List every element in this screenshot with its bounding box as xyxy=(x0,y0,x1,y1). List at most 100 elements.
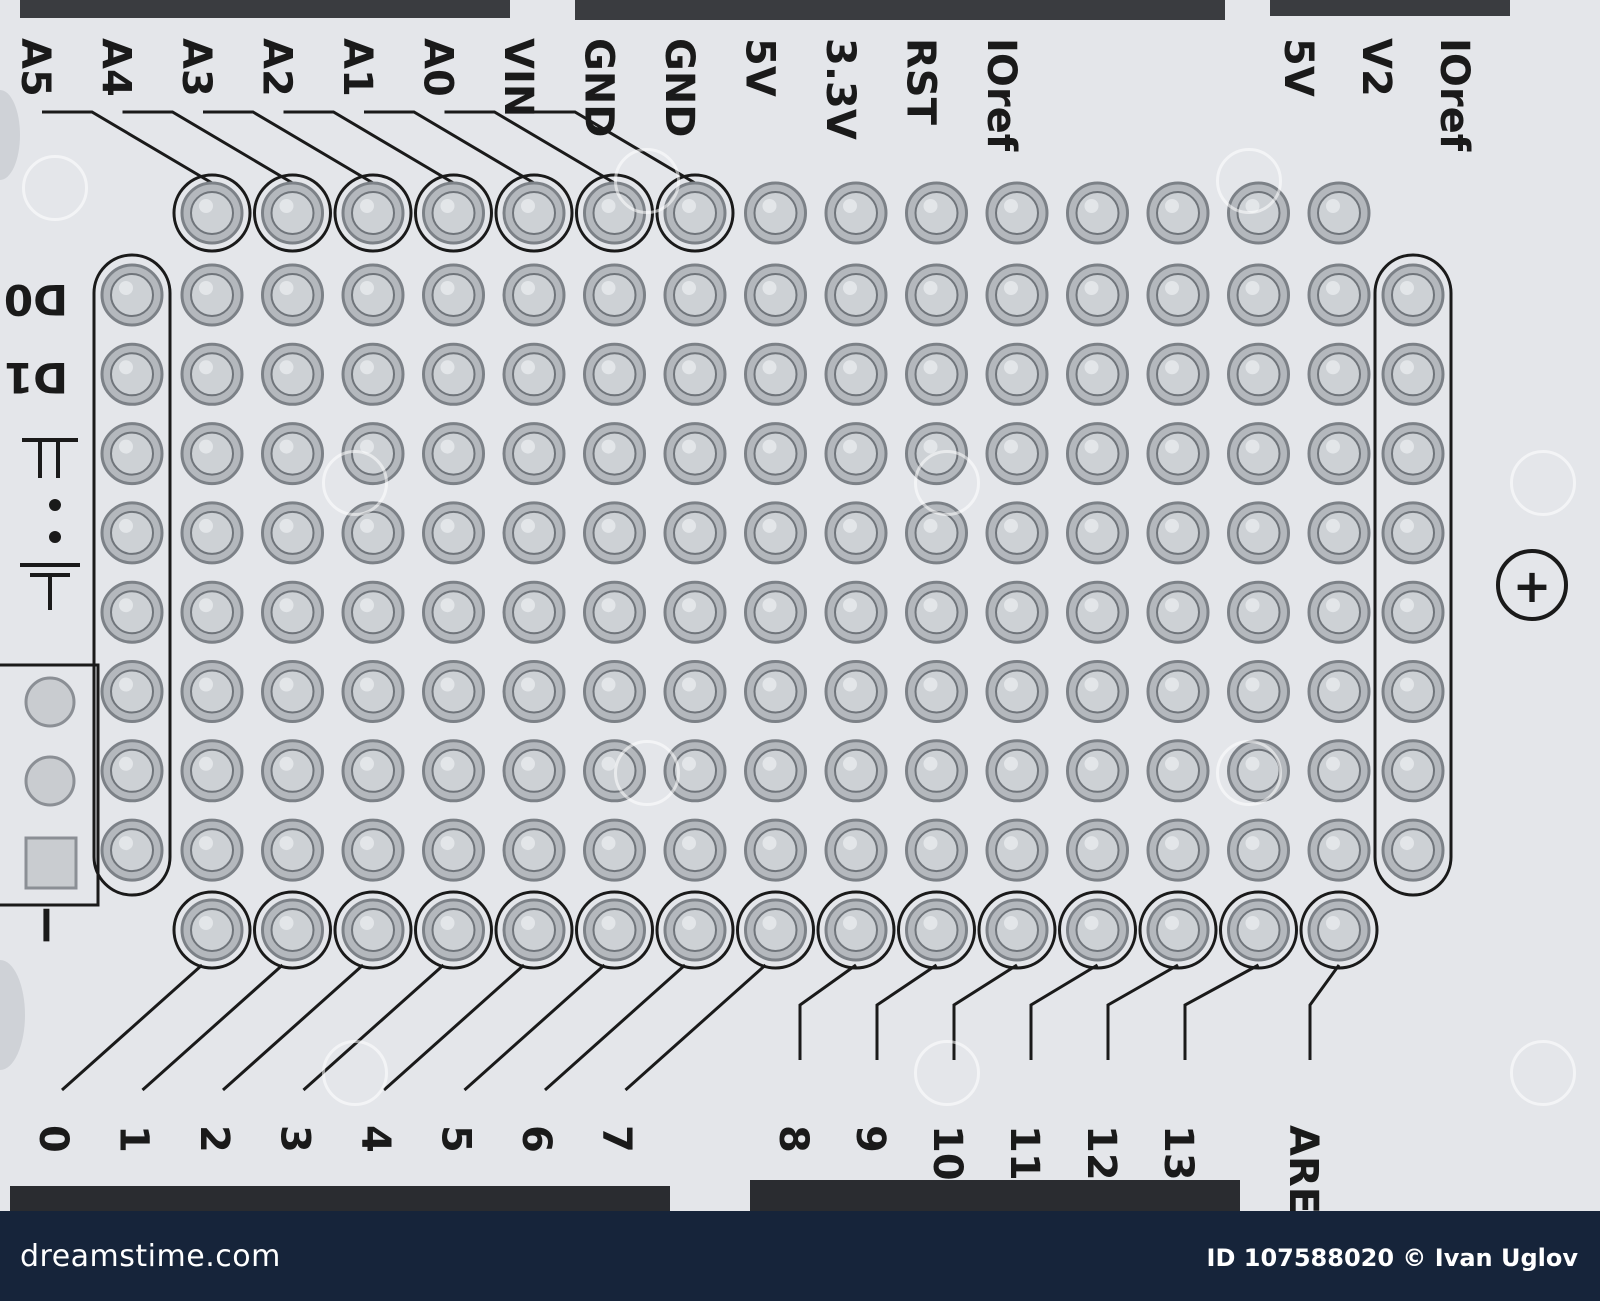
grid-pad xyxy=(1146,501,1210,565)
header-strips xyxy=(10,0,1510,1211)
top-pad-outline xyxy=(655,173,735,253)
bottom-trace xyxy=(61,963,203,1092)
top-right-pin-label: IOref xyxy=(1431,38,1477,152)
grid-pad xyxy=(744,818,807,882)
grid-pad xyxy=(663,263,727,327)
grid-pad xyxy=(905,501,968,565)
bottom-header-pad xyxy=(1307,898,1371,962)
grid-pad xyxy=(1146,660,1210,723)
grid-pad xyxy=(1066,739,1129,803)
top-header-pad xyxy=(663,181,727,245)
top-header-pad xyxy=(905,181,968,245)
grid-pad xyxy=(985,342,1049,406)
minus-symbol: − xyxy=(17,903,77,947)
top-pin-label: GND xyxy=(656,38,702,138)
grid-pad xyxy=(824,739,888,803)
grid-pad xyxy=(502,580,566,644)
grid-pad xyxy=(583,580,646,644)
bottom-header-pad xyxy=(824,898,888,962)
left-rail-pad xyxy=(100,739,164,803)
grid-pad xyxy=(180,580,244,644)
bottom-pad-outline xyxy=(1219,890,1298,970)
grid-pad xyxy=(261,422,324,486)
top-pad-outline xyxy=(253,173,332,253)
grid-pad xyxy=(1227,342,1290,406)
grid-pad xyxy=(422,818,485,882)
grid-pad xyxy=(261,342,324,406)
left-rail-pad xyxy=(100,818,164,882)
grid-pad xyxy=(824,660,888,723)
top-header-pad xyxy=(1307,181,1371,245)
top-header-strip-mid xyxy=(575,0,1225,20)
watermark-icon xyxy=(614,148,680,214)
watermark-icon xyxy=(322,1040,388,1106)
bottom-pin-label: 4 xyxy=(352,1125,398,1153)
grid-pad xyxy=(502,818,566,882)
bottom-header-pad xyxy=(180,898,244,962)
grid-pad xyxy=(744,342,807,406)
bottom-trace xyxy=(383,963,525,1092)
grid-pad xyxy=(905,818,968,882)
right-rail-outline xyxy=(1373,253,1453,897)
bottom-header-pad xyxy=(1066,898,1129,962)
bottom-header-pad xyxy=(744,898,807,962)
grid-pad xyxy=(744,580,807,644)
grid-pad xyxy=(261,501,324,565)
grid-pad xyxy=(341,580,405,644)
grid-pad xyxy=(824,501,888,565)
grid-pad xyxy=(583,263,646,327)
bottom-trace xyxy=(141,963,284,1092)
left-indicator-box xyxy=(0,663,100,907)
bottom-pad-outline xyxy=(977,890,1057,970)
bottom-trace xyxy=(1029,963,1099,1060)
grid-pad xyxy=(905,263,968,327)
right-rail-pad xyxy=(1381,739,1445,803)
pad-grid xyxy=(100,181,1445,962)
bottom-pin-label: 9 xyxy=(847,1125,893,1153)
top-trace xyxy=(42,110,213,185)
grid-pad xyxy=(261,739,324,803)
bottom-header-pad xyxy=(905,898,968,962)
top-header-pad xyxy=(824,181,888,245)
bottom-header-pad xyxy=(341,898,405,962)
bottom-pin-label: 5 xyxy=(433,1125,479,1153)
bottom-pin-label: 11 xyxy=(1001,1125,1047,1181)
top-pad-outline xyxy=(494,173,574,253)
grid-pad xyxy=(502,263,566,327)
grid-pad xyxy=(985,263,1049,327)
top-pin-label: A4 xyxy=(93,38,139,97)
grid-pad xyxy=(985,580,1049,644)
bottom-header-pad xyxy=(1146,898,1210,962)
grid-pad xyxy=(1146,342,1210,406)
right-rail-pad xyxy=(1381,422,1445,486)
top-header-pad xyxy=(422,181,485,245)
bottom-trace xyxy=(624,963,767,1092)
top-pad-outline xyxy=(414,173,493,253)
top-pin-label: A0 xyxy=(415,38,461,97)
grid-pad xyxy=(1227,580,1290,644)
bottom-pin-label: AREF xyxy=(1280,1125,1326,1211)
bottom-pad-outline xyxy=(897,890,976,970)
grid-pad xyxy=(1066,580,1129,644)
grid-pad xyxy=(180,660,244,723)
grid-pad xyxy=(1307,739,1371,803)
grid-pad xyxy=(341,342,405,406)
grid-pad xyxy=(1066,501,1129,565)
grid-pad xyxy=(1066,660,1129,723)
top-pin-label: 5V xyxy=(737,38,783,97)
right-rail-pad xyxy=(1381,660,1445,723)
grid-pad xyxy=(502,422,566,486)
grid-pad xyxy=(261,660,324,723)
top-header-pad xyxy=(744,181,807,245)
bottom-header-pad xyxy=(1227,898,1290,962)
bottom-pad-outline xyxy=(253,890,332,970)
top-trace xyxy=(444,110,616,185)
grid-pad xyxy=(422,263,485,327)
grid-pad xyxy=(583,660,646,723)
board-edge-notch-bottom xyxy=(0,960,25,1070)
bottom-header-pad xyxy=(502,898,566,962)
grid-pad xyxy=(180,422,244,486)
top-pad-outline xyxy=(333,173,413,253)
